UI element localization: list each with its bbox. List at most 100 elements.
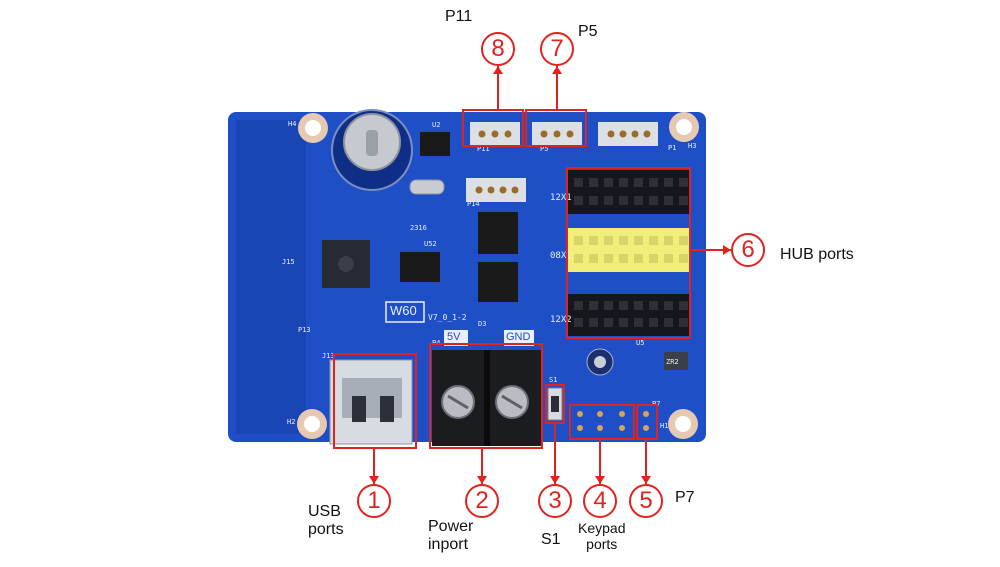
header-pin — [679, 236, 688, 245]
silkscreen-text: U5 — [636, 339, 644, 347]
header-pin — [664, 196, 673, 205]
board-model-label: W60 — [390, 303, 417, 318]
silkscreen-text: D3 — [478, 320, 486, 328]
board-version-label: V7_0_1-2 — [428, 313, 467, 322]
leader-arrowhead — [477, 476, 487, 484]
hub-header-12x2 — [566, 294, 690, 336]
header-pin — [619, 301, 628, 310]
leader-arrowhead — [641, 476, 651, 484]
switch-s1 — [547, 387, 563, 421]
highlight-boxes — [333, 109, 691, 449]
header-pin — [634, 301, 643, 310]
inductor-zr2 — [664, 352, 688, 370]
silkscreen-text: S1 — [549, 376, 557, 384]
power-terminal-block — [432, 350, 542, 446]
leader-lines — [369, 66, 731, 484]
label-power-inport: Power inport — [428, 518, 474, 554]
highlight-keypad — [569, 404, 635, 440]
header-pin — [649, 301, 658, 310]
header-pin — [664, 236, 673, 245]
header-pin — [649, 254, 658, 263]
silkscreen-text: H3 — [688, 142, 696, 150]
highlight-hub — [566, 167, 691, 339]
header-pin — [604, 178, 613, 187]
silkscreen-text: 12X1 — [550, 193, 572, 203]
header-pin — [619, 318, 628, 327]
header-pin — [574, 318, 583, 327]
header-pin — [649, 196, 658, 205]
mount-hole-h1 — [668, 409, 698, 439]
highlight-power — [429, 343, 543, 449]
header-pin — [589, 196, 598, 205]
silkscreen-text: H2 — [287, 418, 295, 426]
mount-hole-h4 — [298, 113, 328, 143]
electrolytic-capacitor — [586, 348, 614, 376]
header-pin — [619, 178, 628, 187]
silkscreen-text: ZR2 — [666, 358, 679, 366]
label-hub-ports: HUB ports — [780, 246, 854, 263]
connector-p14 — [466, 178, 526, 202]
header-pin — [634, 254, 643, 263]
header-pin — [589, 254, 598, 263]
silkscreen-text: P14 — [467, 200, 480, 208]
callout-6: 6 — [731, 233, 765, 267]
chip-u2 — [420, 132, 450, 156]
header-pin — [574, 236, 583, 245]
callout-2: 2 — [465, 484, 499, 518]
label-gnd-box — [504, 330, 534, 346]
header-pin — [634, 318, 643, 327]
callout-1: 1 — [357, 484, 391, 518]
header-pin — [574, 301, 583, 310]
header-pin — [679, 178, 688, 187]
header-pin — [649, 318, 658, 327]
header-pin — [679, 301, 688, 310]
header-pin — [679, 196, 688, 205]
header-pin — [574, 254, 583, 263]
silkscreen-text: 12X2 — [550, 315, 572, 325]
silkscreen-text: J13 — [322, 352, 335, 360]
header-pin — [619, 196, 628, 205]
callout-3: 3 — [538, 484, 572, 518]
p7-header — [643, 411, 649, 431]
silkscreen-text: P13 — [298, 326, 311, 334]
usb-port — [329, 359, 413, 445]
header-pin — [679, 254, 688, 263]
silkscreen-text: U2 — [432, 121, 440, 129]
power-label-5v: 5V — [447, 331, 461, 343]
silkscreen-text: 08X1 — [550, 251, 572, 261]
driver-chip-2 — [478, 262, 518, 302]
header-pin — [589, 318, 598, 327]
mount-hole-h2 — [297, 409, 327, 439]
header-pin — [604, 301, 613, 310]
header-pin — [634, 178, 643, 187]
silkscreen-text: P1 — [668, 144, 676, 152]
crystal — [409, 179, 445, 195]
header-pin — [589, 236, 598, 245]
keypad-header — [571, 407, 633, 437]
silkscreen-text: 2316 — [410, 224, 427, 232]
callout-7: 7 — [540, 32, 574, 66]
hub-header-12x1 — [566, 170, 690, 214]
driver-chip-1 — [478, 212, 518, 254]
silkscreen-text: H4 — [288, 120, 296, 128]
silkscreen-text: J15 — [282, 258, 295, 266]
silkscreen-text: H1 — [660, 422, 668, 430]
header-pin — [664, 178, 673, 187]
mount-hole-h3 — [669, 112, 699, 142]
leader-arrowhead — [552, 66, 562, 74]
pcb-darker-zone — [236, 120, 306, 434]
header-pin — [574, 178, 583, 187]
header-pin — [604, 196, 613, 205]
highlight-p11 — [462, 109, 524, 147]
header-pin — [574, 196, 583, 205]
header-pin — [619, 236, 628, 245]
header-pin — [664, 301, 673, 310]
label-p5: P5 — [578, 23, 598, 40]
header-pin — [619, 254, 628, 263]
header-pin — [589, 178, 598, 187]
leader-arrowhead — [550, 476, 560, 484]
label-p7: P7 — [675, 489, 695, 506]
header-pin — [634, 236, 643, 245]
